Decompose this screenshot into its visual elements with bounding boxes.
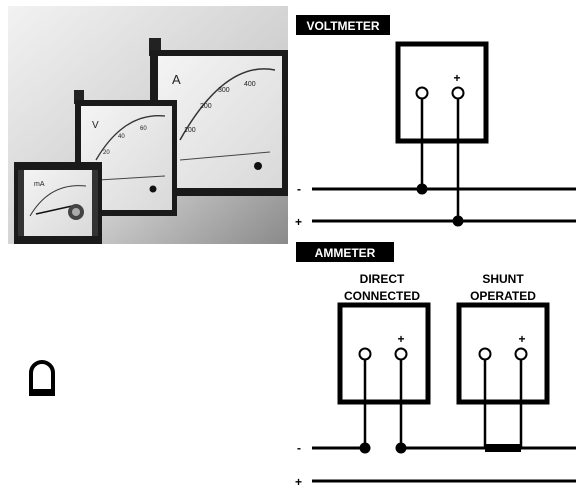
direct-label-line2: CONNECTED [344,289,420,303]
medium-voltmeter-tick-20: 20 [103,150,110,156]
shunt-terminal-negative [478,347,492,361]
voltmeter-minus-label: - [297,182,301,196]
direct-terminal-plus: + [397,332,404,346]
ammeter-diagram: AMMETER DIRECT CONNECTED SHUNT OPERATED … [295,242,576,489]
ammeter-minus-label: - [297,441,301,455]
small-milliammeter: mA [14,162,102,244]
shunt-label-line1: SHUNT [482,272,524,286]
ammeter-header: AMMETER [315,246,376,260]
meters-photo: A 100 200 300 400 V 20 40 60 m [8,6,288,244]
large-ammeter-tick-300: 300 [218,87,230,94]
large-ammeter-unit: A [172,72,181,87]
voltmeter-header: VOLTMETER [306,19,379,33]
voltmeter-terminal-positive [451,86,465,100]
medium-voltmeter-tick-60: 60 [140,126,147,132]
ammeter-header-bg [296,242,394,262]
medium-voltmeter-tick-40: 40 [118,134,125,140]
direct-junction-positive [395,442,407,454]
small-milliammeter-unit: mA [34,181,45,188]
direct-junction-negative [359,442,371,454]
large-ammeter-tick-400: 400 [244,81,256,88]
voltmeter-box [395,41,489,144]
direct-terminal-negative [358,347,372,361]
shunt-resistor [485,444,521,452]
shunt-terminal-positive [514,347,528,361]
voltmeter-junction-negative [416,183,428,195]
ammeter-plus-label: + [295,475,302,489]
large-ammeter-tick-200: 200 [200,103,212,110]
shunt-symbol-icon [29,360,55,396]
voltmeter-terminal-plus: + [453,71,460,85]
large-ammeter-tick-100: 100 [184,127,196,134]
medium-voltmeter-unit: V [92,120,99,131]
voltmeter-junction-positive [452,215,464,227]
direct-ammeter-box [337,302,431,405]
direct-label-line1: DIRECT [360,272,405,286]
voltmeter-header-bg [296,15,390,35]
direct-terminal-positive [394,347,408,361]
voltmeter-terminal-negative [415,86,429,100]
voltmeter-plus-label: + [295,215,302,229]
voltmeter-diagram: VOLTMETER + - + [295,15,576,229]
shunt-label-line2: OPERATED [470,289,536,303]
shunt-terminal-plus: + [518,332,525,346]
shunt-ammeter-box [456,302,550,405]
